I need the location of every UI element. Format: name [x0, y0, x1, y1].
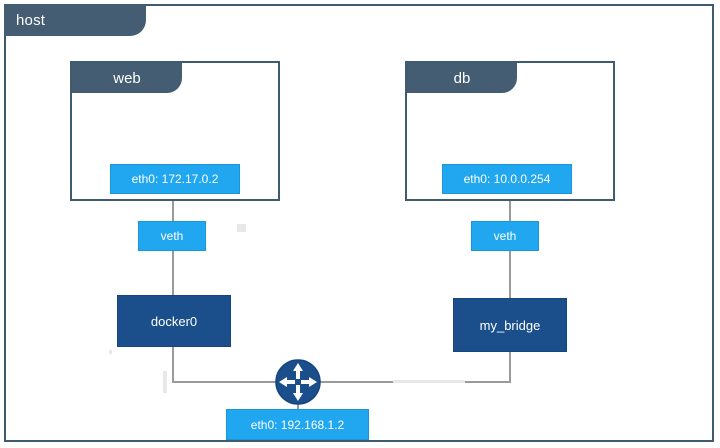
host-label-tab: host — [4, 4, 146, 36]
veth-db[interactable]: veth — [471, 221, 539, 251]
container-db-name: db — [453, 69, 471, 87]
web-eth0-interface[interactable]: eth0: 172.17.0.2 — [110, 164, 240, 194]
connector-db-veth-to-my-bridge — [509, 250, 511, 300]
connector-web-eth0-to-veth — [172, 196, 174, 222]
connector-router-to-host-eth0 — [297, 400, 299, 410]
connector-my-bridge-to-bus — [509, 352, 511, 383]
db-eth0-label: eth0: 10.0.0.254 — [463, 172, 551, 186]
line-artifact-dot — [109, 350, 112, 354]
host-eth0-interface[interactable]: eth0: 192.168.1.2 — [226, 409, 369, 440]
veth-db-label: veth — [493, 229, 517, 243]
bridge-docker0-label: docker0 — [150, 313, 198, 329]
host-eth0-label: eth0: 192.168.1.2 — [250, 417, 345, 432]
connector-db-eth0-to-veth — [509, 196, 511, 222]
line-artifact-web-right — [237, 224, 246, 232]
connector-bus-left — [172, 381, 284, 383]
bridge-docker0[interactable]: docker0 — [117, 295, 231, 347]
connector-docker0-to-bus — [172, 347, 174, 383]
line-artifact-right — [393, 380, 465, 383]
router-icon[interactable] — [274, 358, 322, 406]
router-icon-glyph — [275, 359, 321, 405]
container-web-title-tab: web — [72, 63, 182, 93]
bridge-my-bridge-label: my_bridge — [479, 317, 541, 333]
db-eth0-interface[interactable]: eth0: 10.0.0.254 — [442, 164, 572, 194]
container-db-title-tab: db — [407, 63, 517, 93]
container-web-name: web — [113, 69, 141, 87]
bridge-my-bridge[interactable]: my_bridge — [453, 298, 567, 352]
host-label: host — [16, 11, 46, 29]
veth-web-label: veth — [160, 229, 184, 243]
veth-web[interactable]: veth — [138, 221, 206, 251]
connector-web-veth-to-docker0 — [172, 250, 174, 296]
web-eth0-label: eth0: 172.17.0.2 — [131, 172, 219, 186]
line-artifact-left — [163, 371, 167, 393]
